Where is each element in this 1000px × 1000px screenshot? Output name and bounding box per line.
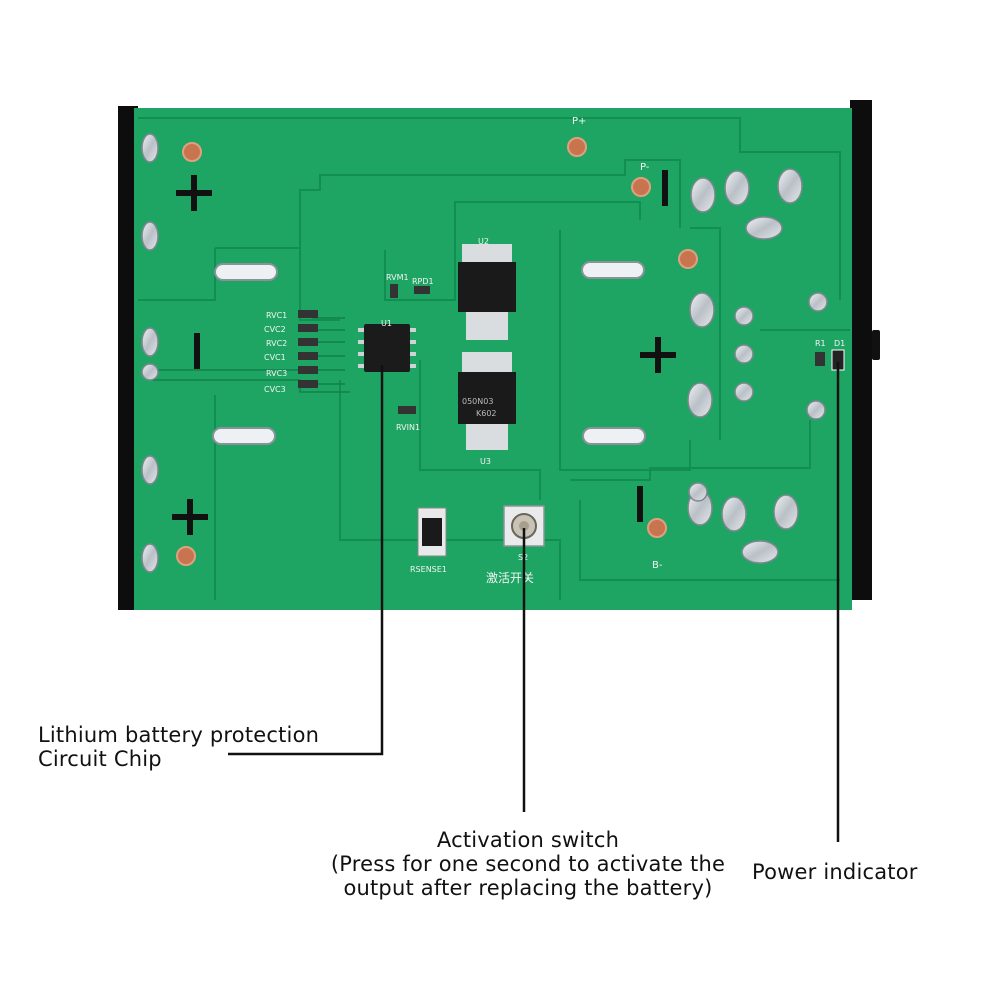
label-b-minus: B- [652, 560, 663, 571]
label-cvc2: CVC2 [264, 325, 286, 334]
label-rvin1: RVIN1 [396, 423, 420, 432]
callout-switch-line3: output after replacing the battery) [343, 876, 713, 900]
callout-power-line1: Power indicator [752, 860, 918, 884]
label-mosfet-code-1: 050N03 [462, 397, 493, 406]
right-frame [850, 100, 872, 600]
solder-pads [141, 133, 828, 573]
callout-switch-line2: (Press for one second to activate the [330, 852, 726, 876]
callout-power: Power indicator [752, 860, 918, 884]
mosfet-u2 [458, 244, 516, 340]
board-slots [212, 261, 646, 445]
label-switch-chinese: 激活开关 [486, 571, 534, 585]
polarity-marks [172, 170, 676, 535]
sense-resistor [417, 507, 447, 557]
label-cvc1: CVC1 [264, 353, 286, 362]
mosfet-u3 [458, 352, 516, 450]
callout-lines [228, 362, 840, 842]
label-rvc2: RVC2 [266, 339, 287, 348]
label-u2: U2 [478, 237, 489, 246]
small-components [298, 284, 845, 414]
copper-vias [176, 137, 698, 566]
label-rvc3: RVC3 [266, 369, 287, 378]
silkscreen-labels: P+ P- B- RVC1 CVC2 RVC2 CVC1 RVC3 CVC3 U… [264, 116, 845, 585]
callout-chip: Lithium battery protection Circuit Chip [38, 723, 319, 771]
label-u3: U3 [480, 457, 491, 466]
label-rsense1: RSENSE1 [410, 565, 447, 574]
callout-switch: Activation switch (Press for one second … [318, 828, 738, 900]
label-mosfet-code-2: K602 [476, 409, 497, 418]
protection-chip-u1 [358, 324, 416, 372]
label-rpd1: RPD1 [412, 277, 434, 286]
copper-traces [138, 117, 850, 600]
label-u1: U1 [381, 319, 392, 328]
label-d1: D1 [834, 339, 845, 348]
left-frame [118, 106, 138, 610]
label-rvm1: RVM1 [386, 273, 409, 282]
label-cvc3: CVC3 [264, 385, 286, 394]
side-button [872, 330, 880, 360]
callout-switch-line1: Activation switch [436, 828, 620, 852]
label-r1: R1 [815, 339, 826, 348]
label-p-plus: P+ [572, 116, 586, 127]
label-rvc1: RVC1 [266, 311, 287, 320]
callout-chip-line2: Circuit Chip [38, 747, 162, 771]
label-p-minus: P- [640, 162, 650, 173]
callout-chip-line1: Lithium battery protection [38, 723, 320, 747]
